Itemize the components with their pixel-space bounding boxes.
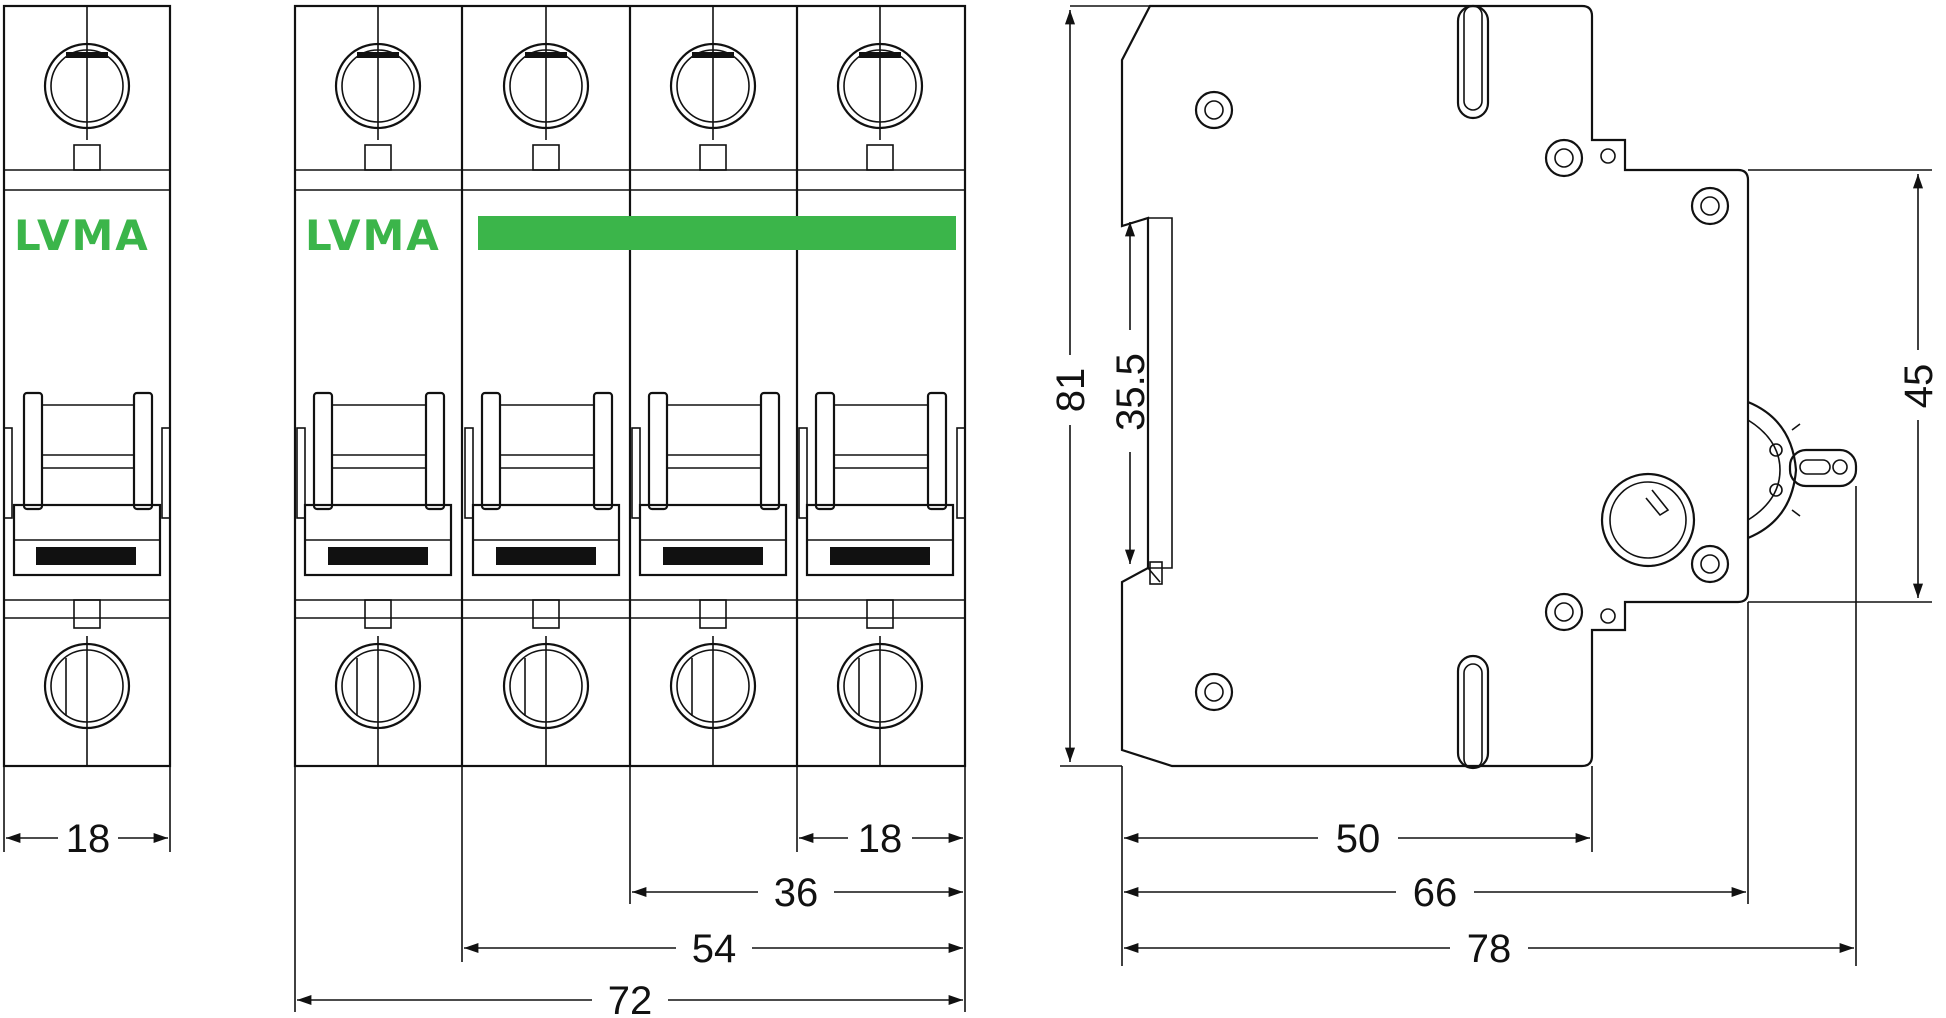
bottom-slot [1456,654,1490,770]
height-dimension: 81 [1049,368,1093,413]
rivet [1690,186,1730,226]
side-body-outline [1120,4,1750,768]
four-pole-front-view: LVMA 18 36 54 72 [293,4,967,1018]
handle-pivot [1600,472,1696,568]
rivet [1544,592,1584,632]
width-dimension-single: 18 [66,817,111,861]
width-dimension-4p: 72 [608,979,653,1018]
toggle-handle [3,391,171,577]
front-face-dimension: 45 [1897,364,1941,409]
side-view: 81 35.5 45 50 66 78 [1049,4,1941,971]
side-toggle-handle [1747,400,1858,540]
pole-4 [798,6,966,766]
pole-3 [631,6,788,766]
pole-1 [296,6,453,766]
single-pole-front-view: LVMA 18 [2,4,172,861]
width-dimension-1p: 18 [858,817,903,861]
rivet [1194,672,1234,712]
width-dimension-2p: 36 [774,871,819,915]
brand-color-bar [478,216,956,250]
rivet [1544,138,1584,178]
rivet [1690,544,1730,584]
din-rail-dimension: 35.5 [1109,353,1153,431]
front-depth-dimension: 66 [1413,871,1458,915]
rivet [1194,90,1234,130]
top-slot [1456,4,1490,120]
top-terminal-screw [43,42,131,171]
brand-logo: LVMA [14,211,150,260]
bottom-terminal-screw [43,599,131,730]
brand-logo-multi: LVMA [305,211,441,260]
overall-depth-dimension: 78 [1467,927,1512,971]
width-dimension-3p: 54 [692,927,737,971]
body-depth-dimension: 50 [1336,817,1381,861]
pole-2 [464,6,621,766]
